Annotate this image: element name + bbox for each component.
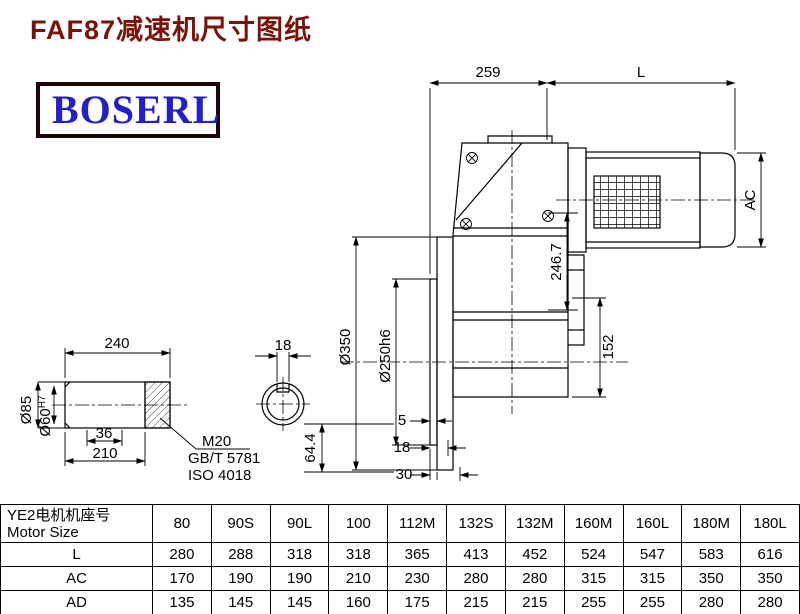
dim-value: 413 [446,542,506,567]
reducer-outline [429,135,585,471]
standard-iso-label: ISO 4018 [188,467,251,484]
thread-label: M20 [202,433,231,450]
standard-gb-label: GB/T 5781 [188,450,260,467]
dim-value: 280 [446,566,506,591]
dim-240-label: 240 [104,335,129,352]
dim-152-label: 152 [600,334,617,359]
m20-leader [159,417,250,450]
frame-size-header: 100 [328,504,389,543]
dim-value: 160 [328,590,389,614]
dim-value: 175 [387,590,448,614]
bolt-icon [466,152,478,164]
brand-logo: BOSERL [36,82,220,138]
row-label: AD [0,590,153,614]
dim-value: 215 [446,590,506,614]
dim-motor-length-label: L [637,64,645,81]
dim-value: 190 [269,566,330,591]
frame-size-header: 132M [504,504,565,543]
dim-value: 135 [152,590,212,614]
dim-motor-diameter-label: AC [742,189,759,210]
dimension-labels: 259 L AC 246.7 Ø350 Ø250h6 152 5 18 30 6… [18,64,759,484]
row-label: L [0,542,153,567]
dim-value: 315 [622,566,683,591]
dim-value: 350 [681,566,742,591]
dim-value: 547 [622,542,683,567]
dim-value: 215 [504,590,565,614]
bolt-icon [542,210,554,222]
dim-value: 280 [504,566,565,591]
dim-bore-label: Ø60H7 [37,395,54,437]
shaft-end-hatch [144,381,171,429]
shaft-detail-outline [64,381,305,429]
brand-logo-text: BOSERL [52,87,221,132]
dim-64-4-label: 64.4 [302,433,319,462]
frame-size-header: 112M [387,504,448,543]
dim-shaft-od-label: Ø85 [18,396,35,424]
dim-value: 280 [681,590,742,614]
frame-size-header: 80 [152,504,212,543]
motor-size-header-en: Motor Size [7,523,79,541]
motor-size-header-cn: YE2电机机座号 [7,506,111,524]
dim-value: 524 [563,542,624,567]
row-label: AC [0,566,153,591]
dim-value: 315 [563,566,624,591]
dim-key-width-label: 18 [275,337,292,354]
dim-value: 145 [210,590,271,614]
dim-value: 365 [387,542,448,567]
dim-259-label: 259 [475,64,500,81]
dim-value: 350 [740,566,800,591]
frame-size-header: 180M [681,504,742,543]
bolt-icon [460,218,472,230]
dim-flange-diameter-label: Ø350 [337,329,354,366]
dimension-lines [35,80,766,481]
dim-value: 145 [269,590,330,614]
dim-value: 280 [740,590,800,614]
centerlines [52,130,754,431]
dim-value: 210 [328,566,389,591]
frame-size-header: 180L [740,504,800,543]
bolt-symbols [460,152,554,230]
dim-value: 288 [210,542,271,567]
page-title: FAF87减速机尺寸图纸 [30,15,313,45]
dim-value: 255 [622,590,683,614]
dim-value: 280 [152,542,212,567]
frame-size-header: 90S [210,504,271,543]
dim-30-label: 30 [396,466,413,483]
dim-210-label: 210 [92,445,117,462]
motor-fins [593,175,661,229]
shaft-section-inner [266,387,300,421]
frame-size-header: 160L [622,504,683,543]
frame-size-header: 90L [269,504,330,543]
frame-size-header: 160M [563,504,624,543]
dim-18-bottom-label: 18 [394,439,411,456]
dim-value: 452 [504,542,565,567]
shaft-section-outer [261,382,305,426]
motor-outline [567,147,736,253]
technical-drawing: 259 L AC 246.7 Ø350 Ø250h6 152 5 18 30 6… [18,64,766,484]
dim-36-label: 36 [96,425,113,442]
dim-value: 230 [387,566,448,591]
dim-value: 170 [152,566,212,591]
dim-spigot-diameter-label: Ø250h6 [377,329,394,382]
dim-value: 616 [740,542,800,567]
bore-tolerance: H7 [37,395,48,408]
dim-5-label: 5 [398,412,406,429]
bore-diameter: Ø60 [37,408,54,436]
dim-value: 318 [328,542,389,567]
keyway [276,384,290,393]
dim-value: 255 [563,590,624,614]
dim-value: 318 [269,542,330,567]
dim-value: 583 [681,542,742,567]
frame-size-header: 132S [446,504,506,543]
dim-value: 190 [210,566,271,591]
dim-246-7-label: 246.7 [548,243,565,281]
